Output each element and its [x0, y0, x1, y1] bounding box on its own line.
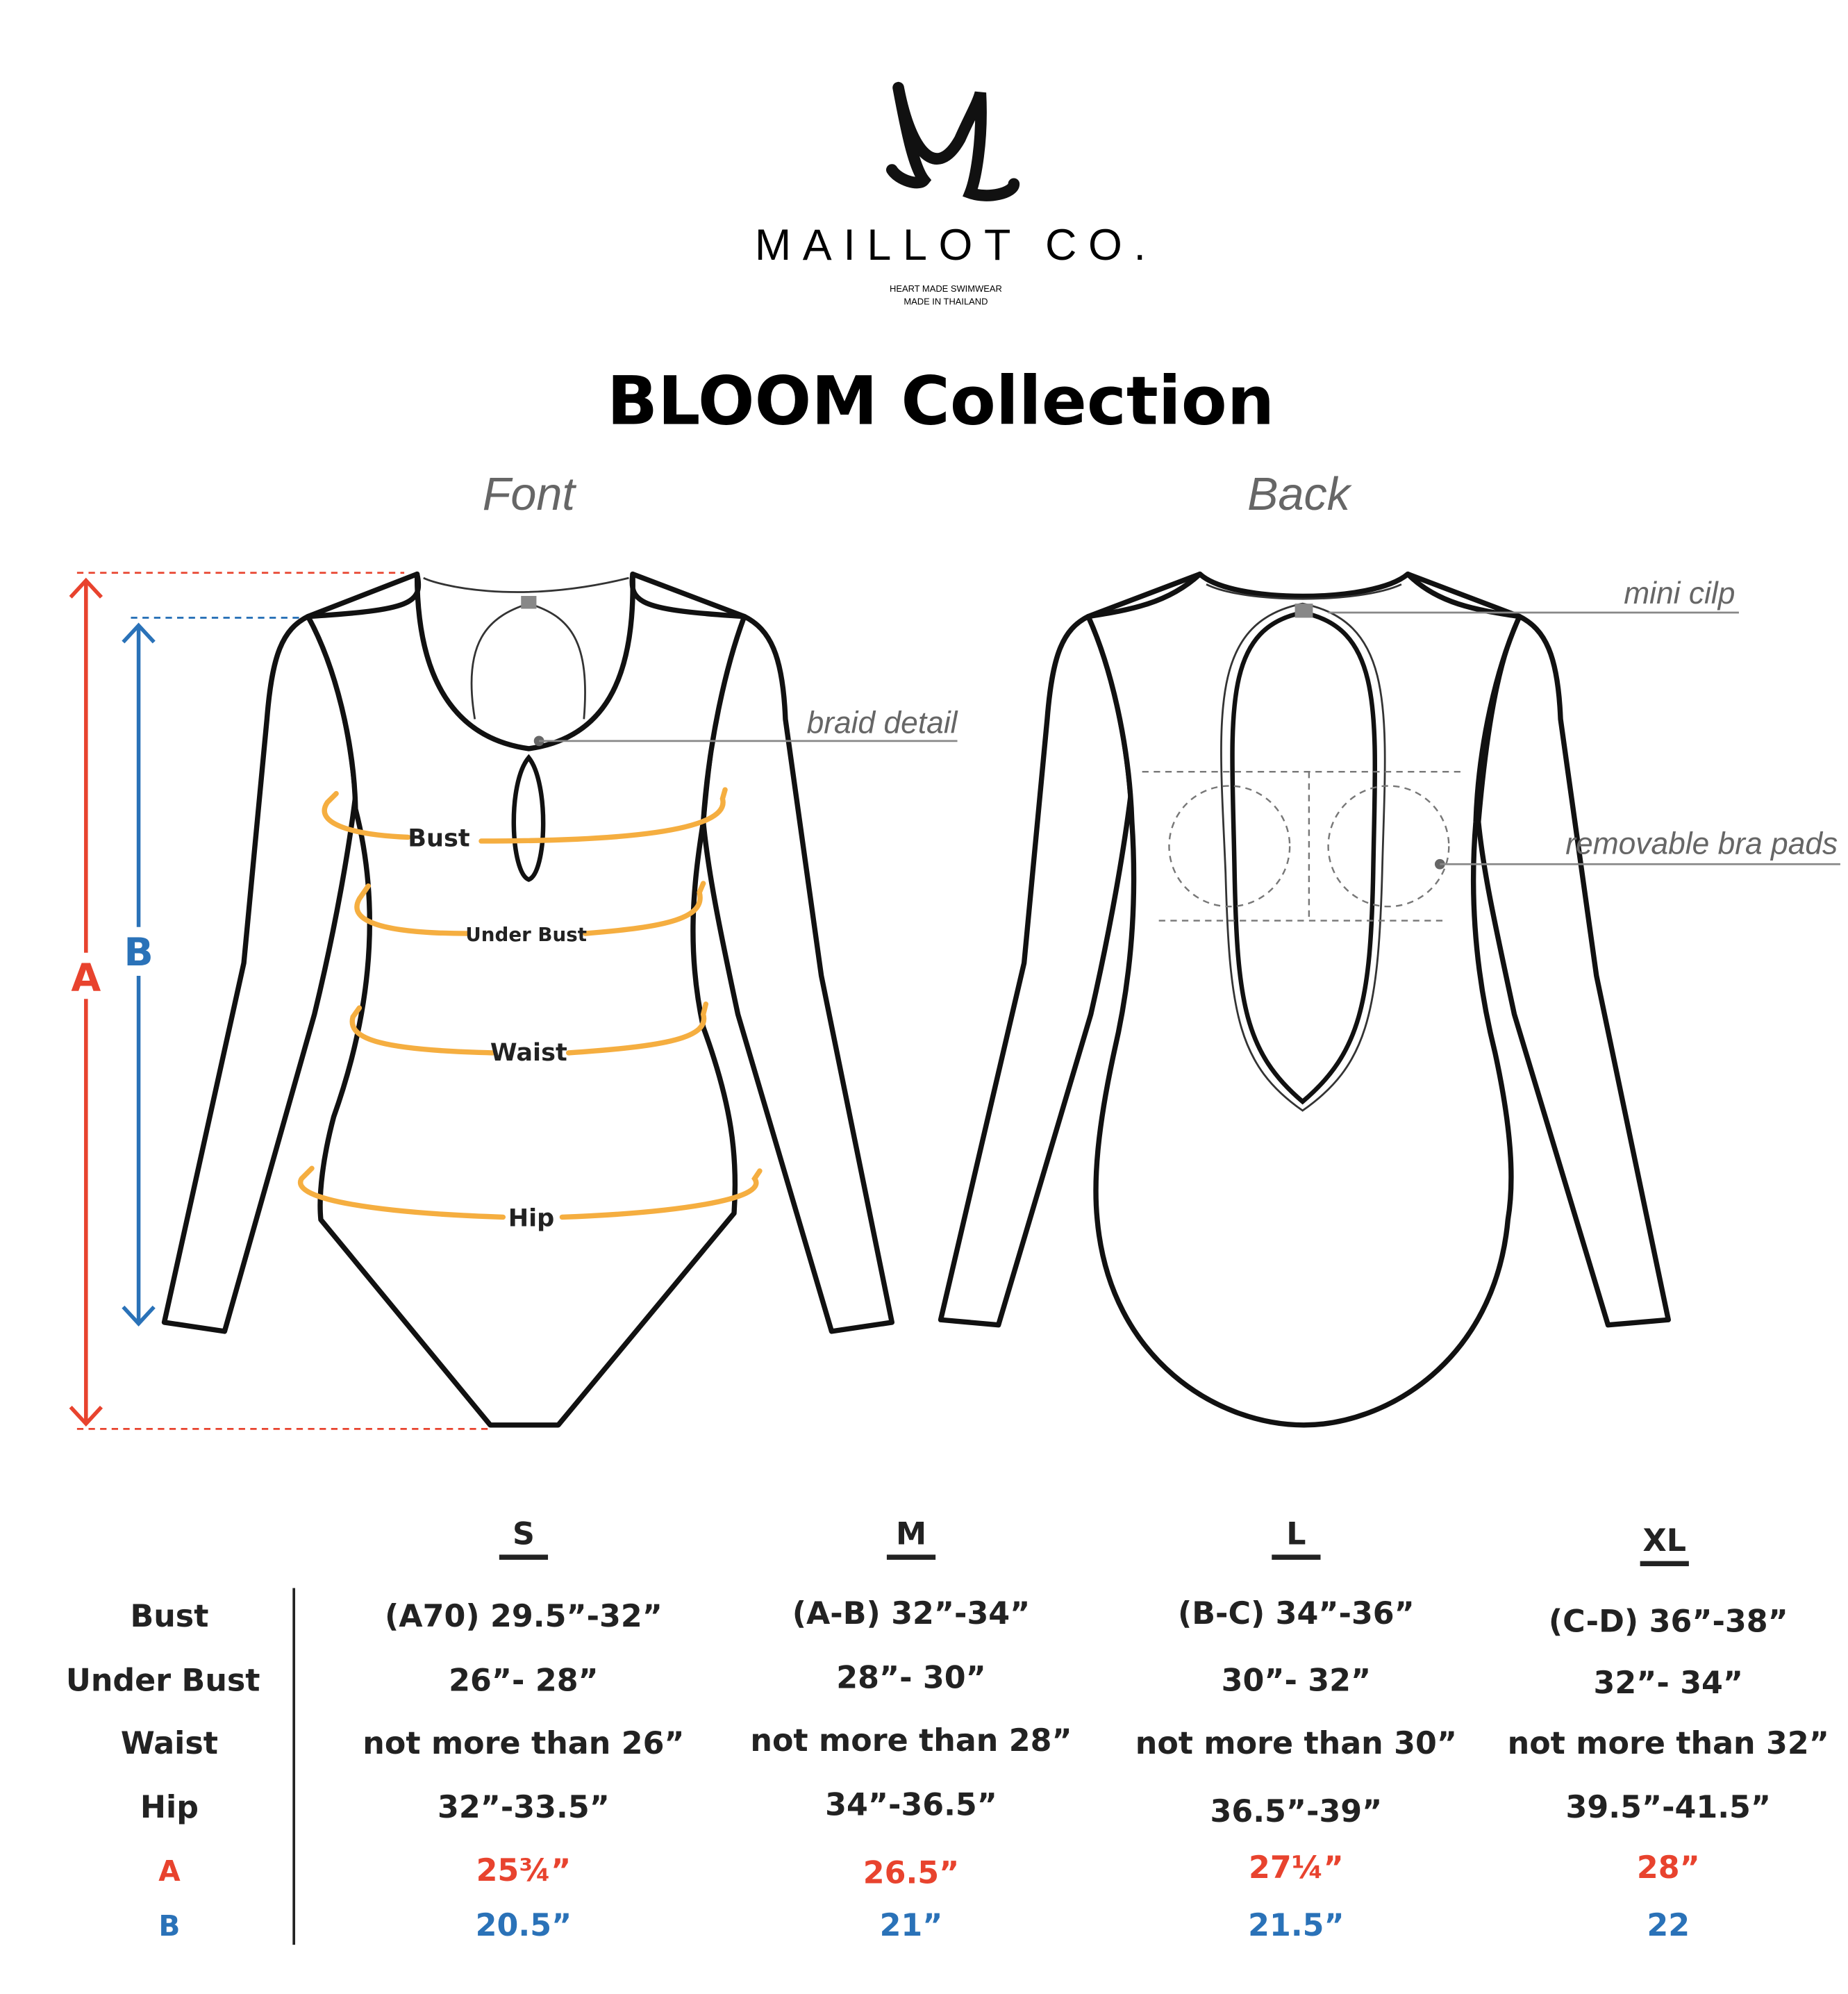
- back-view-label: Back: [1247, 469, 1353, 520]
- front-view-label: Font: [483, 469, 577, 520]
- b-label: B: [124, 931, 153, 975]
- cell-waist-xl: not more than 32”: [1508, 1726, 1829, 1761]
- tagline-1: HEART MADE SWIMWEAR: [890, 283, 1002, 294]
- cell-hip-xl: 39.5”-41.5”: [1566, 1790, 1772, 1825]
- clip-icon: [521, 596, 537, 609]
- back-garment: mini cilp removable bra pads: [938, 571, 1840, 1428]
- table-row-bust: Bust (A70) 29.5”-32” (A-B) 32”-34” (B-C) 34…: [130, 1596, 1788, 1639]
- size-table: S M L XL Bust (A70) 29.5”-32” (A-B) 32”-34…: [66, 1517, 1829, 1945]
- braid-detail-note: braid detail: [807, 706, 958, 740]
- row-label-under-bust: Under Bust: [66, 1663, 260, 1698]
- mini-clip-note: mini cilp: [1624, 576, 1735, 610]
- size-headers: S M L XL: [499, 1517, 1689, 1567]
- cell-bust-m: (A-B) 32”-34”: [792, 1596, 1031, 1631]
- cell-bust-s: (A70) 29.5”-32”: [385, 1599, 663, 1634]
- page-title: BLOOM Collection: [607, 362, 1274, 440]
- cell-under-bust-xl: 32”- 34”: [1594, 1665, 1744, 1701]
- cell-waist-l: not more than 30”: [1135, 1726, 1457, 1761]
- front-garment: braid detail Bust Under Bust Waist Hip: [161, 571, 958, 1428]
- table-row-a: A 25¾” 26.5” 27¼” 28”: [158, 1850, 1700, 1891]
- cell-under-bust-m: 28”- 30”: [836, 1661, 986, 1696]
- cell-b-s: 20.5”: [476, 1908, 572, 1943]
- tagline-2: MADE IN THAILAND: [904, 297, 988, 307]
- row-label-b: B: [158, 1909, 180, 1943]
- cell-b-xl: 22: [1647, 1908, 1690, 1943]
- cell-hip-m: 34”-36.5”: [825, 1788, 997, 1823]
- cell-hip-s: 32”-33.5”: [438, 1790, 610, 1825]
- row-label-waist: Waist: [121, 1726, 218, 1761]
- cell-hip-l: 36.5”-39”: [1210, 1794, 1382, 1829]
- bra-pads: [1142, 770, 1460, 922]
- row-label-hip: Hip: [140, 1790, 199, 1825]
- cell-waist-s: not more than 26”: [363, 1726, 684, 1761]
- hip-label: Hip: [508, 1204, 555, 1232]
- row-label-bust: Bust: [130, 1599, 208, 1634]
- cell-under-bust-s: 26”- 28”: [449, 1663, 599, 1698]
- cell-a-l: 27¼”: [1249, 1850, 1344, 1886]
- cell-under-bust-l: 30”- 32”: [1222, 1663, 1372, 1698]
- size-header-l: L: [1286, 1517, 1306, 1552]
- waist-label: Waist: [490, 1038, 567, 1067]
- table-row-waist: Waist not more than 26” not more than 28” n…: [121, 1723, 1829, 1761]
- cell-waist-m: not more than 28”: [750, 1723, 1072, 1759]
- bra-pads-note: removable bra pads: [1565, 826, 1838, 861]
- mini-clip-icon: [1295, 604, 1313, 618]
- a-label: A: [71, 956, 101, 1001]
- length-a-indicator: A: [69, 572, 488, 1430]
- cell-bust-xl: (C-D) 36”-38”: [1549, 1604, 1788, 1639]
- under-bust-label: Under Bust: [465, 923, 587, 946]
- table-row-b: B 20.5” 21” 21.5” 22: [158, 1908, 1690, 1943]
- brand-logo: MAILLOT CO. HEART MADE SWIMWEAR MADE IN …: [755, 81, 1158, 307]
- size-header-m: M: [896, 1517, 926, 1552]
- bust-label: Bust: [408, 824, 469, 852]
- row-label-a: A: [158, 1854, 181, 1888]
- cell-a-m: 26.5”: [863, 1855, 960, 1891]
- length-b-indicator: B: [122, 617, 302, 1327]
- cell-a-s: 25¾”: [476, 1853, 572, 1888]
- size-header-xl: XL: [1643, 1523, 1686, 1559]
- cell-bust-l: (B-C) 34”-36”: [1178, 1596, 1415, 1631]
- brand-name: MAILLOT CO.: [755, 221, 1158, 269]
- table-row-hip: Hip 32”-33.5” 34”-36.5” 36.5”-39” 39.5”-41.5…: [140, 1788, 1771, 1829]
- table-row-under-bust: Under Bust 26”- 28” 28”- 30” 30”- 32” 32”- 3…: [66, 1661, 1743, 1701]
- cell-a-xl: 28”: [1637, 1850, 1700, 1886]
- cell-b-l: 21.5”: [1248, 1908, 1345, 1943]
- size-header-s: S: [513, 1517, 535, 1552]
- monogram-logo: [885, 81, 1020, 201]
- cell-b-m: 21”: [880, 1908, 943, 1943]
